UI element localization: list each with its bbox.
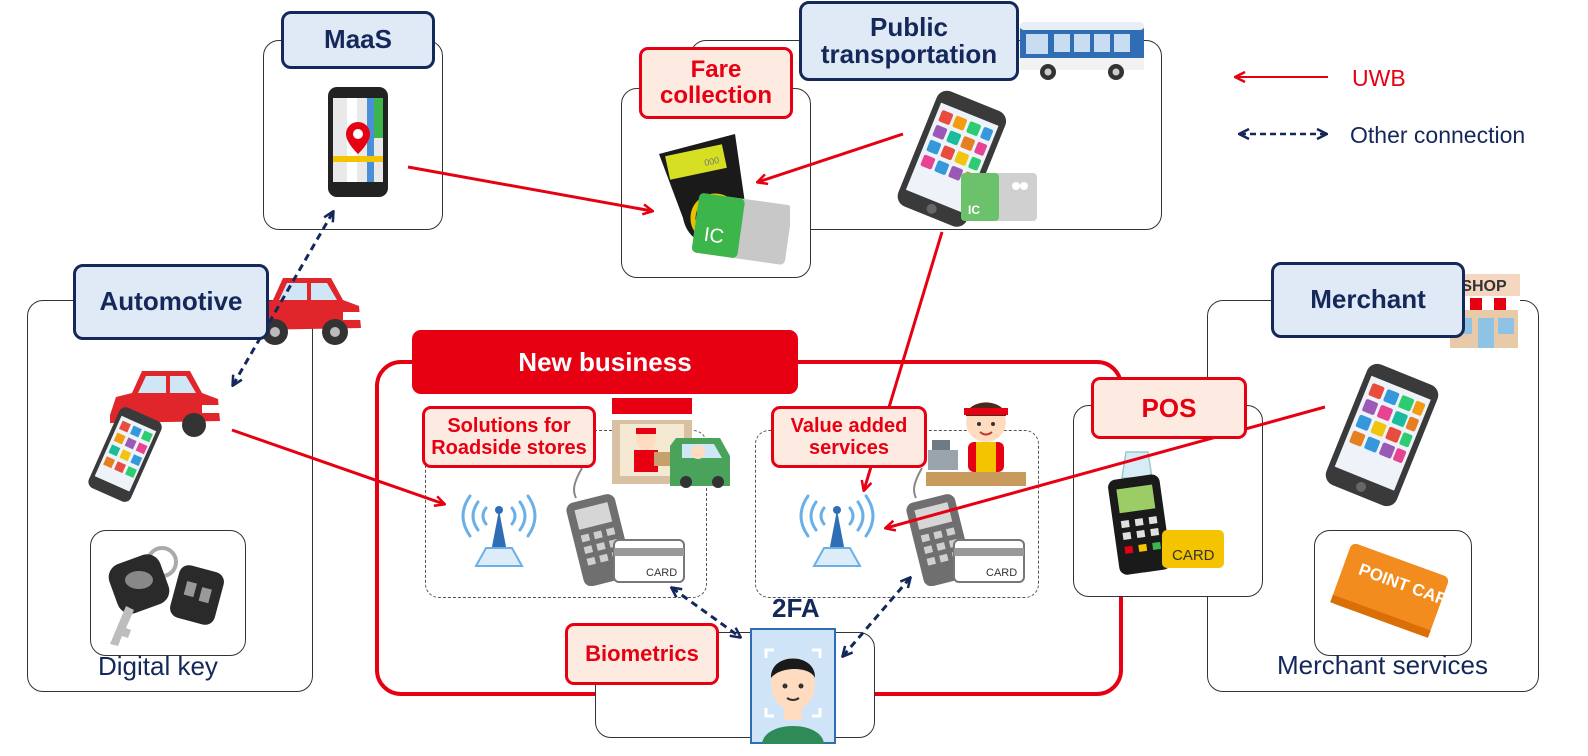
car-key-icon xyxy=(108,546,224,646)
pos-terminal-icon: CARD xyxy=(1108,451,1224,575)
uwb-arrow-car-to-roadside xyxy=(231,428,444,504)
biometrics-label: Biometrics xyxy=(565,623,719,685)
shop-sign-text: SHOP xyxy=(1461,278,1507,295)
other-arrow-car-maas xyxy=(233,212,333,385)
other-arrow-roadside-biometrics xyxy=(672,588,740,637)
merchant-services-label: Merchant services xyxy=(1277,650,1488,680)
pos-card-text: CARD xyxy=(1172,547,1215,564)
roadside-solutions-label: Solutions for Roadside stores xyxy=(422,406,596,468)
value-added-services-label: Value added services xyxy=(771,406,927,468)
point-card-icon: POINT CARD xyxy=(1330,543,1452,638)
maas-label: MaaS xyxy=(281,11,435,69)
roadside-store-icon xyxy=(612,398,730,488)
new-business-label: New business xyxy=(412,330,798,394)
smartphone-icon xyxy=(88,407,162,502)
face-id-icon xyxy=(750,628,836,744)
card-terminal-icon: CARD xyxy=(566,468,685,586)
uwb-antenna-icon xyxy=(799,494,875,567)
smartphone-icon xyxy=(897,90,1007,227)
reader-digits: 000 xyxy=(703,155,720,168)
two-fa-label: 2FA xyxy=(772,593,820,623)
uwb-antenna-icon xyxy=(461,494,537,567)
smartphone-map-icon xyxy=(328,87,388,197)
legend-uwb-label: UWB xyxy=(1352,65,1406,91)
pos-label: POS xyxy=(1091,377,1247,439)
legend-other-label: Other connection xyxy=(1350,122,1526,148)
bus-icon xyxy=(1020,22,1144,80)
merchant-label: Merchant xyxy=(1271,262,1465,338)
card-text: CARD xyxy=(986,567,1017,579)
uwb-arrow-merchant-to-value-added xyxy=(886,405,1326,528)
fare-collection-label: Fare collection xyxy=(639,47,793,119)
reader-ic-text: IC xyxy=(702,224,725,249)
card-text: CARD xyxy=(646,567,677,579)
other-arrow-value-added-biometrics xyxy=(843,578,910,656)
automotive-label: Automotive xyxy=(73,264,269,340)
digital-key-label: Digital key xyxy=(98,651,218,681)
ic-card-text: IC xyxy=(968,203,980,217)
shop-icon: SHOP xyxy=(1446,274,1520,348)
uwb-arrow-maas-to-fare xyxy=(407,165,652,211)
uwb-arrow-transit-to-fare xyxy=(758,132,904,182)
cashier-icon xyxy=(926,402,1026,486)
car-icon xyxy=(110,371,220,437)
smartphone-icon xyxy=(1325,363,1439,507)
ic-card-reader-icon: 000 IC xyxy=(659,134,790,265)
public-transportation-label: Public transportation xyxy=(799,1,1019,81)
ic-card-icon: IC xyxy=(961,173,1037,221)
